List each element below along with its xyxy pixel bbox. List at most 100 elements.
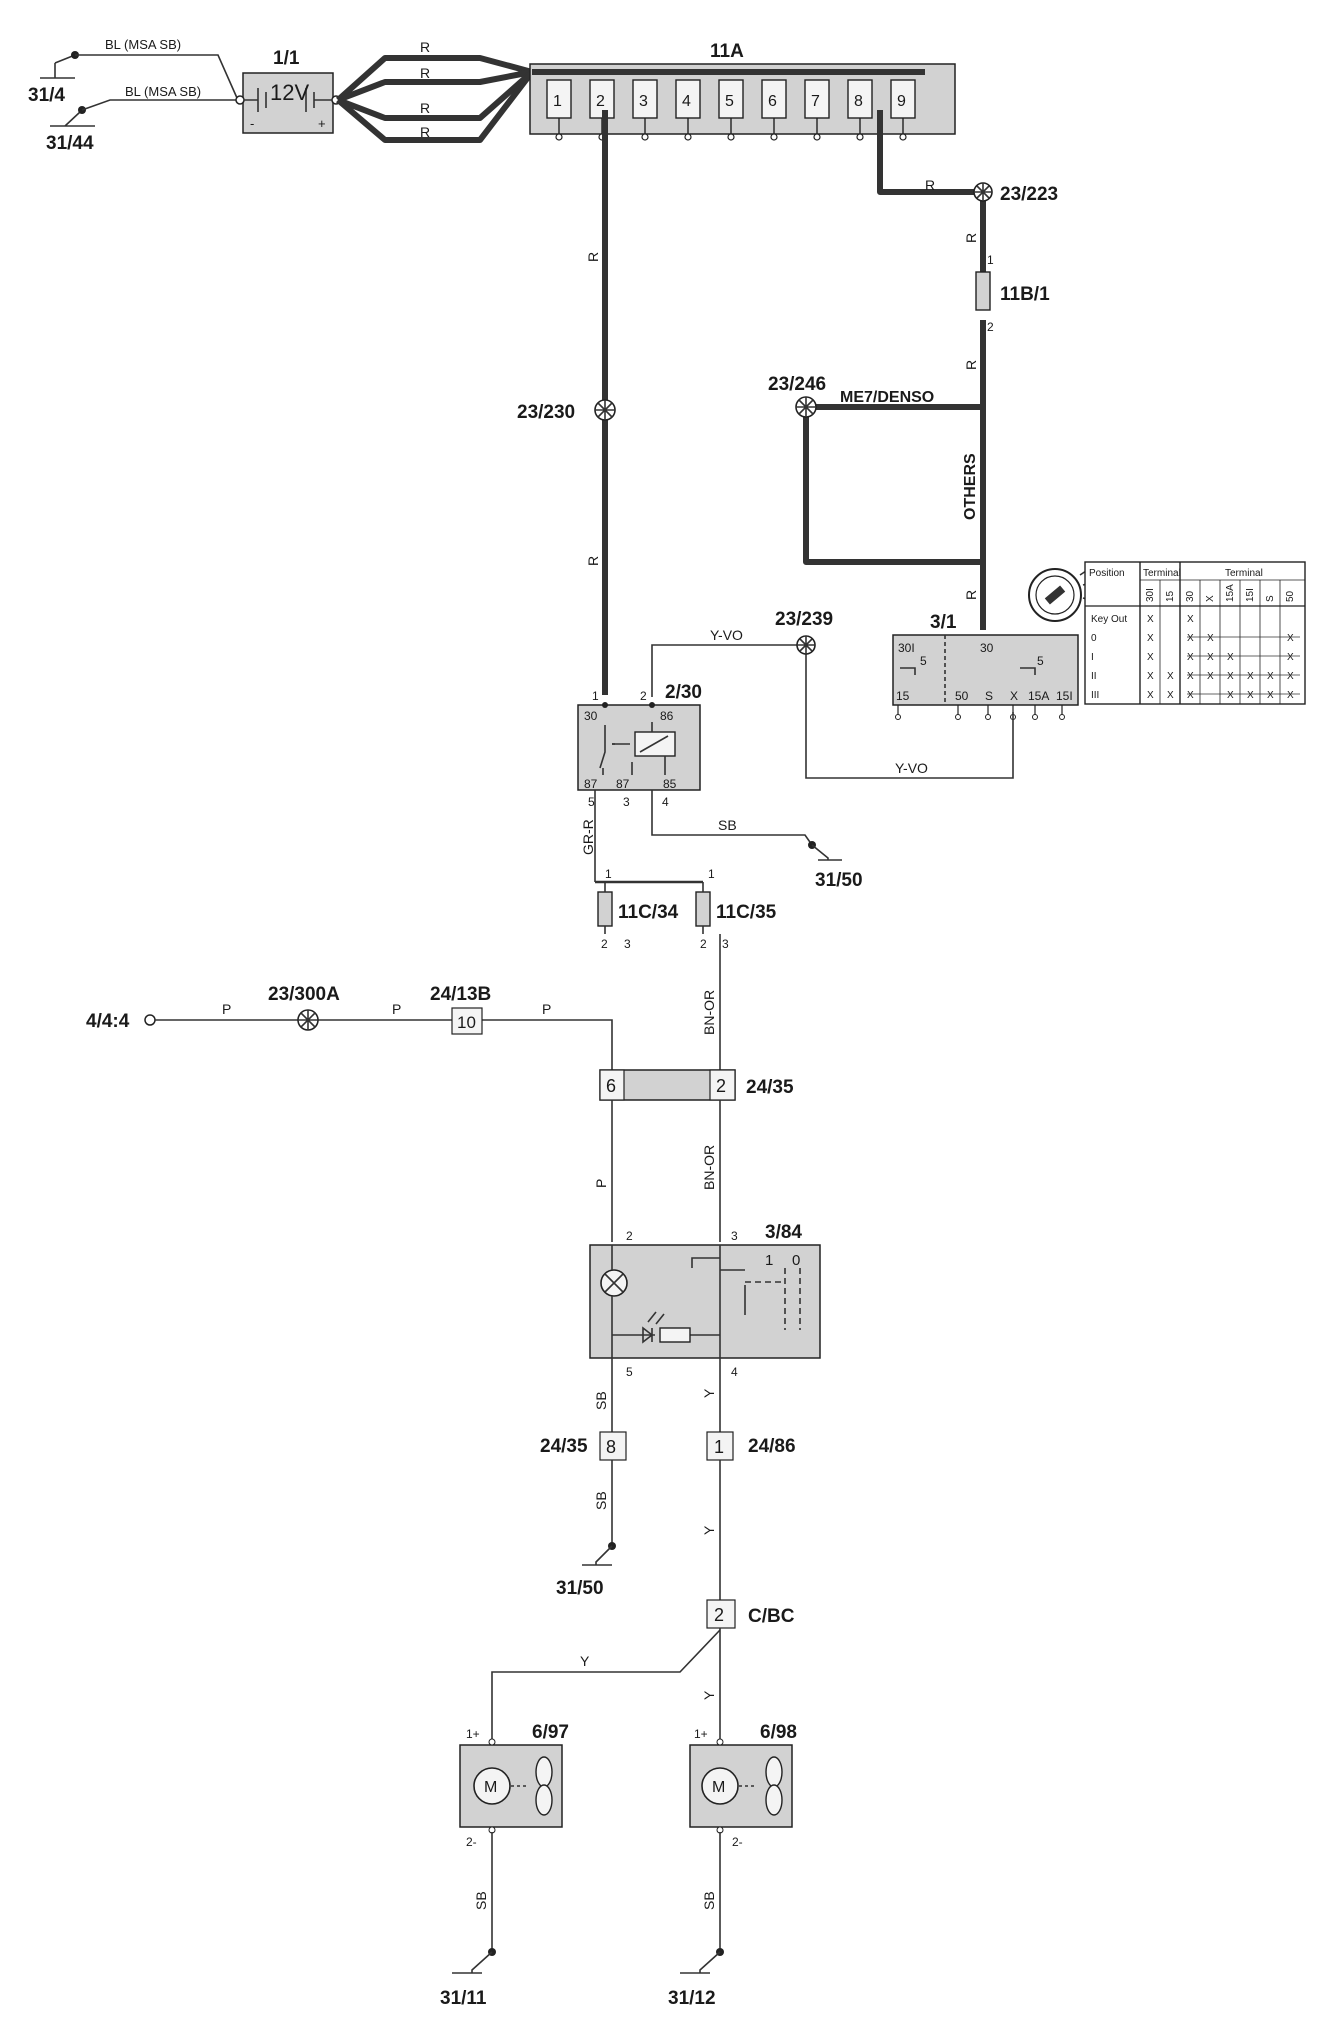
fuse-slot-3: 3 xyxy=(632,79,658,141)
battery-plus: + xyxy=(318,116,326,131)
table-col-header: 15A xyxy=(1225,584,1236,602)
ign-pin-30i: 30I xyxy=(898,641,915,655)
table-mark: X xyxy=(1287,690,1294,701)
wire-yvo-top xyxy=(651,644,800,697)
battery: 1/1 12V - + xyxy=(235,48,341,134)
wire-p2-label: P xyxy=(392,1001,401,1017)
sw-pos1: 1 xyxy=(765,1252,773,1269)
ground-31-50-bottom: 31/50 xyxy=(556,1542,616,1599)
table-mark: X xyxy=(1187,652,1194,663)
wire-bl-top-label: BL (MSA SB) xyxy=(105,37,181,52)
f34-pin3: 3 xyxy=(624,937,631,951)
motor-6-97-minus: 2- xyxy=(466,1835,477,1849)
wire-bn-or-2-label: BN-OR xyxy=(701,1145,717,1190)
relay-p87a: 87 xyxy=(584,777,598,791)
splice-23-223: 23/223 xyxy=(973,182,1058,205)
ground-31-4: 31/4 xyxy=(28,51,79,106)
wire-yvo-top-label: Y-VO xyxy=(710,627,743,643)
sw-n4: 4 xyxy=(731,1365,738,1379)
c35-pin6: 6 xyxy=(606,1076,616,1096)
wire-r-11b-top-label: R xyxy=(963,233,979,243)
fuse-slot-label: 1 xyxy=(553,93,562,110)
table-header-terminal: Terminal xyxy=(1143,568,1181,579)
table-mark: X xyxy=(1187,614,1194,625)
table-col-header: 30I xyxy=(1145,588,1156,602)
table-header-terminal: Terminal xyxy=(1225,568,1263,579)
wire-r-1: R xyxy=(420,39,430,55)
ignition-id: 3/1 xyxy=(930,612,957,633)
connector-24-86-label: 24/86 xyxy=(748,1436,796,1457)
fuse-slot-label: 4 xyxy=(682,93,691,110)
table-mark: X xyxy=(1227,671,1234,682)
c86-pin1: 1 xyxy=(714,1437,724,1457)
table-col-header: 15 xyxy=(1165,590,1176,602)
splice-23-223-label: 23/223 xyxy=(1000,184,1058,205)
table-header-position: Position xyxy=(1089,568,1125,579)
fuse-11c-34: 1 11C/34 2 3 xyxy=(597,867,679,951)
relay-2-30: 2/30 1 2 30 86 87 87 85 5 3 4 xyxy=(577,682,702,809)
table-row-label: I xyxy=(1091,652,1094,663)
fuse-slot-9: 9 xyxy=(890,79,916,141)
fuse-11c-35: 1 11C/35 2 3 xyxy=(695,867,777,951)
table-mark: X xyxy=(1167,690,1174,701)
table-mark: X xyxy=(1247,690,1254,701)
motor-6-98: 6/98 1+ M 2- xyxy=(689,1722,797,1849)
battery-minus: - xyxy=(250,116,254,131)
battery-voltage: 12V xyxy=(270,80,309,105)
f35-pin2: 2 xyxy=(700,937,707,951)
table-mark: X xyxy=(1287,671,1294,682)
label-me7-denso: ME7/DENSO xyxy=(840,389,934,406)
splice-23-246-label: 23/246 xyxy=(768,374,826,395)
splice-23-300a: 23/300A xyxy=(268,984,340,1031)
relay-n2: 2 xyxy=(640,689,647,703)
switch-3-84: 3/84 2 3 5 4 1 0 xyxy=(589,1222,821,1379)
lamp-icon xyxy=(600,1269,628,1297)
ground-31-50-top: 31/50 xyxy=(808,841,863,891)
wire-sb-relay xyxy=(651,790,813,846)
fan-icon xyxy=(535,1756,553,1816)
connector-24-13b-pin: 10 xyxy=(457,1013,476,1032)
wire-y-4-label: Y xyxy=(701,1388,717,1398)
table-row-label: 0 xyxy=(1091,633,1097,644)
fuse-slot-6: 6 xyxy=(761,79,787,141)
splice-23-239: 23/239 xyxy=(775,609,833,655)
ground-31-50-bottom-label: 31/50 xyxy=(556,1578,604,1599)
table-mark: X xyxy=(1147,671,1154,682)
wire-sb-5-label: SB xyxy=(593,1391,609,1410)
table-mark: X xyxy=(1147,614,1154,625)
wire-yvo-bot-label: Y-VO xyxy=(895,760,928,776)
connector-24-35: 6 2 24/35 xyxy=(599,1069,794,1101)
ground-31-12-label: 31/12 xyxy=(668,1988,716,2009)
connector-24-86: 1 24/86 xyxy=(706,1431,796,1461)
wire-r-11b-bot-label: R xyxy=(963,360,979,370)
motor-6-97: 6/97 1+ M 2- xyxy=(459,1722,569,1849)
table-col-header: 15I xyxy=(1245,588,1256,602)
table-row-label: Key Out xyxy=(1091,614,1127,625)
fuse-slot-1: 1 xyxy=(546,79,572,141)
wire-r-223-label: R xyxy=(925,177,935,193)
ign-pin-5b: 5 xyxy=(1037,654,1044,668)
battery-feed-wires: R R R R xyxy=(336,39,535,143)
wire-r-fuse8 xyxy=(877,110,986,283)
fuse-slot-label: 3 xyxy=(639,93,648,110)
table-col-header: S xyxy=(1265,595,1276,602)
c35-pin2: 2 xyxy=(716,1076,726,1096)
splice-23-239-label: 23/239 xyxy=(775,609,833,630)
c35b-pin8: 8 xyxy=(606,1437,616,1457)
table-mark: X xyxy=(1207,633,1214,644)
wire-y-cross-label: Y xyxy=(580,1653,590,1669)
table-col-header: 30 xyxy=(1185,590,1196,602)
wire-y-2-label: Y xyxy=(701,1690,717,1700)
table-row-label: III xyxy=(1091,690,1099,701)
relay-p87b: 87 xyxy=(616,777,630,791)
ign-pin-15a: 15A xyxy=(1028,689,1049,703)
fuse-11b-label: 11B/1 xyxy=(1000,284,1050,305)
input-left-label: 4/4:4 xyxy=(86,1011,130,1032)
wire-me7-loop xyxy=(803,404,983,565)
table-row-label: II xyxy=(1091,671,1097,682)
sw-n5: 5 xyxy=(626,1365,633,1379)
fuse-slot-label: 8 xyxy=(854,93,863,110)
fuse-slot-label: 6 xyxy=(768,93,777,110)
